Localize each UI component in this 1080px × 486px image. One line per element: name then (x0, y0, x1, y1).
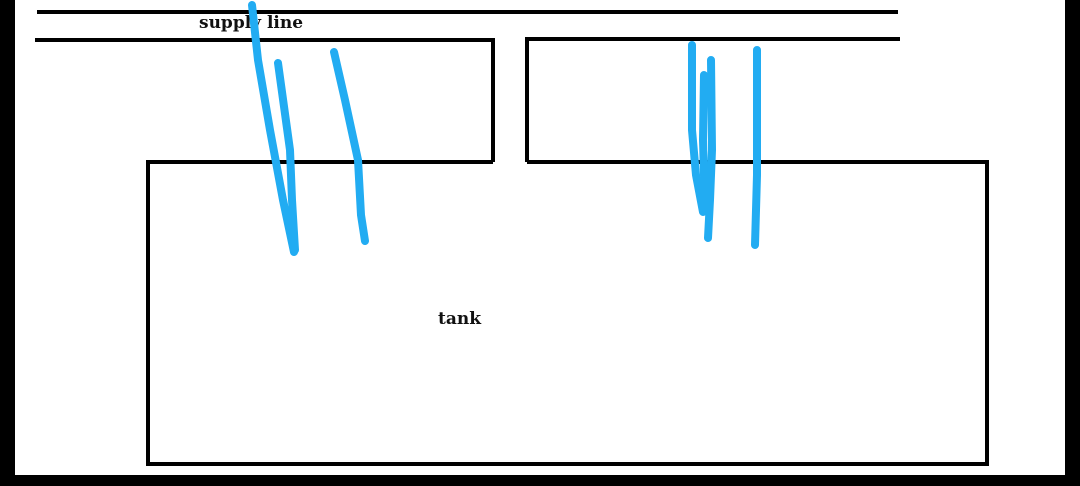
water-stream-3 (330, 48, 369, 245)
water-stream-1 (248, 1, 298, 256)
water-stream-6 (704, 56, 716, 242)
tank-outline (146, 160, 989, 466)
water-stream-5 (699, 71, 709, 214)
water-stream-2 (274, 59, 299, 254)
water-stream-4 (688, 41, 707, 216)
tank-label: tank (438, 309, 482, 329)
supply-pipe-right (525, 37, 900, 162)
water-stream-7 (751, 46, 761, 249)
drawing-canvas (15, 0, 1065, 475)
supply-pipe-left (35, 38, 495, 162)
